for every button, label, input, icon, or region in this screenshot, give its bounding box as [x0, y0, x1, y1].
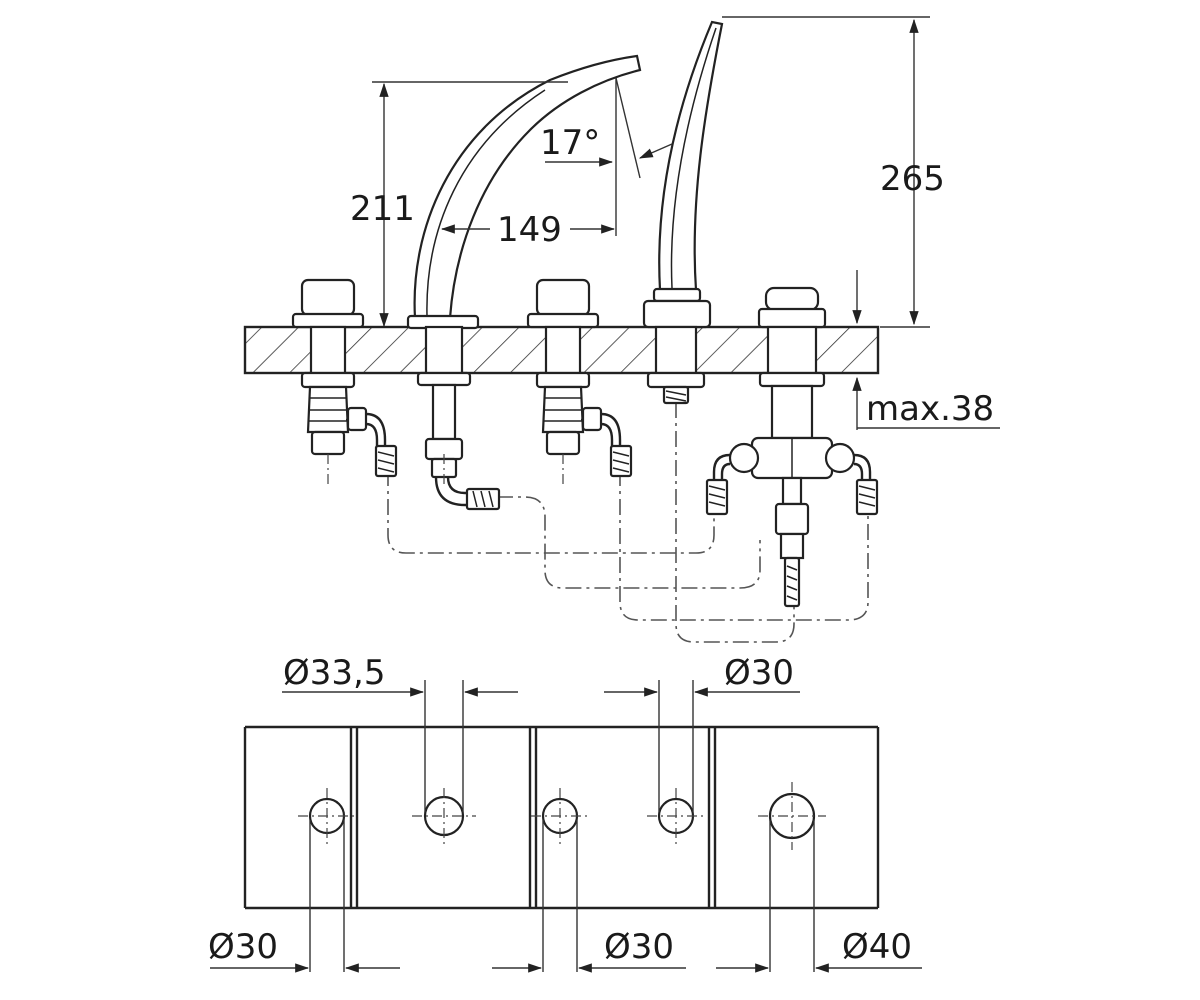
spout-height-label: 211	[350, 189, 415, 229]
hand-shower	[642, 20, 724, 405]
spout	[406, 54, 642, 511]
mounting-holes	[308, 792, 816, 840]
deck-thickness-label: max.38	[866, 389, 994, 429]
plan-section-breaks	[349, 727, 717, 908]
hole-thermostat-label: Ø40	[842, 927, 912, 967]
diverter-unit	[705, 286, 879, 608]
hole-center-marks	[298, 782, 826, 850]
dimension-spout-angle	[545, 77, 673, 236]
plan-extension-lines-bottom	[309, 820, 815, 972]
hole-spout-label: Ø33,5	[283, 653, 385, 693]
dimension-deck-thickness	[852, 270, 1000, 430]
handshower-height-label: 265	[880, 159, 945, 199]
dimension-spout-height	[372, 81, 568, 328]
hole-right-valve-label: Ø30	[604, 927, 674, 967]
drilling-plan: Ø33,5 Ø30 Ø30 Ø30 Ø40	[208, 653, 922, 973]
right-valve	[526, 278, 633, 478]
fixture-center-lines	[327, 454, 564, 486]
hose-routing	[387, 402, 869, 643]
plan-extension-lines-top	[424, 680, 694, 812]
hole-left-valve-label: Ø30	[208, 927, 278, 967]
dimension-handshower-height	[722, 16, 930, 328]
spout-angle-label: 17°	[540, 123, 600, 163]
left-valve	[291, 278, 398, 478]
spout-reach-label: 149	[497, 210, 562, 250]
hole-diverter-label: Ø30	[724, 653, 794, 693]
elevation-view: 211 17° 149 265 max.38	[243, 16, 1000, 643]
